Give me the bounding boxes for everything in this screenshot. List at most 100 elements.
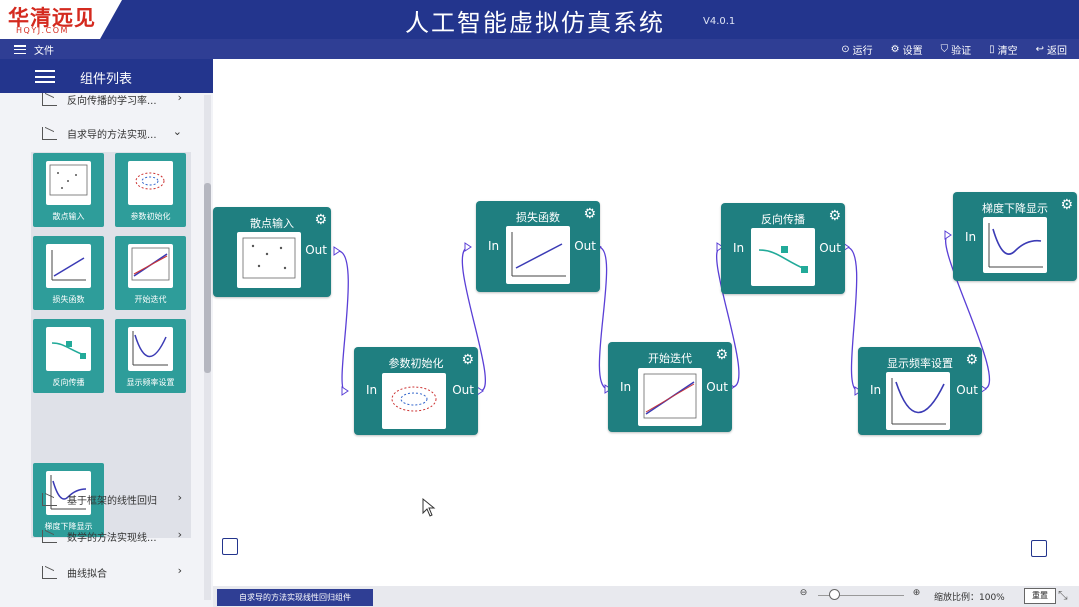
chevron-right-icon: ›: [177, 564, 182, 577]
node-title: 显示频率设置: [887, 357, 953, 370]
node-title: 散点输入: [250, 217, 294, 230]
node-thumbnail: [237, 232, 301, 288]
component-label: 损失函数: [52, 295, 85, 304]
category-label: 基于框架的线性回归: [67, 495, 157, 507]
category-label: 自求导的方法实现...: [67, 129, 157, 141]
node-gear-icon[interactable]: ⚙: [828, 208, 841, 224]
component-label: 开始迭代: [134, 295, 167, 304]
reset-button[interactable]: 重置: [1024, 588, 1056, 604]
category-framework-regression[interactable]: 基于框架的线性回归 ›: [42, 489, 192, 509]
shield-icon: ⛉: [940, 44, 949, 55]
cursor-hand-icon: [422, 497, 436, 517]
node-title: 开始迭代: [648, 352, 692, 365]
node-title: 反向传播: [761, 213, 805, 226]
clear-label: 清空: [997, 46, 1018, 57]
node-in-port[interactable]: In: [870, 383, 882, 397]
code-view-icon[interactable]: [222, 538, 238, 555]
action-group: ⊙运行 ⚙设置 ⛉验证 ▯清空 ↩返回: [841, 42, 1067, 57]
verify-label: 验证: [951, 46, 972, 57]
node-in-port[interactable]: In: [965, 230, 977, 244]
node-in-port[interactable]: In: [488, 239, 500, 253]
component-card-loss[interactable]: 损失函数: [33, 236, 104, 310]
backprop-thumbnail: [46, 327, 91, 371]
node-thumbnail: [983, 217, 1047, 273]
node-out-port[interactable]: Out: [305, 243, 327, 257]
node-title: 损失函数: [516, 211, 560, 224]
collapse-icon[interactable]: ⤡: [1058, 588, 1068, 602]
category-autograd[interactable]: 自求导的方法实现... ⌄: [42, 123, 192, 143]
menu-icon: [14, 45, 26, 54]
category-backprop-lr[interactable]: 反向传播的学习率... ›: [42, 89, 192, 109]
iter-thumbnail: [128, 244, 173, 288]
node-thumbnail: [751, 228, 815, 286]
gear-icon: ⚙: [890, 44, 900, 55]
zoom-slider-track[interactable]: [818, 595, 904, 596]
component-sidebar: 组件列表 反向传播的学习率... › 自求导的方法实现... ⌄ 散点输入 参数…: [0, 59, 213, 607]
component-card-scatter-input[interactable]: 散点输入: [33, 153, 104, 227]
component-card-param-init[interactable]: 参数初始化: [115, 153, 186, 227]
node-in-port[interactable]: In: [366, 383, 378, 397]
node-in-port[interactable]: In: [620, 380, 632, 394]
node-start-iteration[interactable]: 开始迭代 ⚙ In Out: [608, 342, 732, 432]
node-backprop[interactable]: 反向传播 ⚙ In Out: [721, 203, 845, 294]
play-icon: ⊙: [841, 44, 850, 55]
node-out-port[interactable]: Out: [574, 239, 596, 253]
node-gear-icon[interactable]: ⚙: [965, 352, 978, 368]
status-tab[interactable]: 自求导的方法实现线性回归组件: [217, 589, 373, 606]
component-card-start-iter[interactable]: 开始迭代: [115, 236, 186, 310]
node-out-port[interactable]: Out: [956, 383, 978, 397]
logo-main-text: 华清远见: [8, 6, 96, 30]
chart-icon: [42, 492, 57, 506]
file-menu-label: 文件: [34, 46, 54, 57]
node-gear-icon[interactable]: ⚙: [314, 212, 327, 228]
category-math-regression[interactable]: 数学的方法实现线... ›: [42, 526, 192, 546]
node-in-port[interactable]: In: [733, 241, 745, 255]
node-param-init[interactable]: 参数初始化 ⚙ In Out: [354, 347, 478, 435]
node-out-port[interactable]: Out: [819, 241, 841, 255]
chart-icon: [42, 92, 57, 106]
component-label: 反向传播: [52, 378, 85, 387]
zoom-out-icon[interactable]: ⊖: [799, 588, 808, 598]
node-gear-icon[interactable]: ⚙: [583, 206, 596, 222]
zoom-in-icon[interactable]: ⊕: [912, 588, 921, 598]
node-gear-icon[interactable]: ⚙: [461, 352, 474, 368]
component-card-backprop[interactable]: 反向传播: [33, 319, 104, 393]
sidebar-scrollbar-thumb[interactable]: [204, 183, 211, 373]
node-out-port[interactable]: Out: [452, 383, 474, 397]
node-out-port[interactable]: Out: [706, 380, 728, 394]
clear-button[interactable]: ▯清空: [989, 42, 1018, 57]
status-bar: 自求导的方法实现线性回归组件 ⊖ ⊕ 缩放比例：100% 重置 ⤡: [213, 586, 1079, 607]
workflow-canvas[interactable]: 散点输入 ⚙ Out 参数初始化 ⚙ In Out 损失函数 ⚙ In Out …: [213, 59, 1079, 586]
run-button[interactable]: ⊙运行: [841, 42, 872, 57]
node-gear-icon[interactable]: ⚙: [1060, 197, 1073, 213]
return-icon: ↩: [1035, 44, 1044, 55]
param-thumbnail: [128, 161, 173, 205]
book-icon[interactable]: [1031, 540, 1047, 557]
file-menu[interactable]: 文件: [14, 42, 54, 57]
return-button[interactable]: ↩返回: [1036, 42, 1067, 57]
chart-icon: [42, 529, 57, 543]
component-grid: 散点输入 参数初始化 损失函数 开始迭代 反向传播: [31, 152, 191, 538]
sidebar-header: 组件列表: [0, 59, 213, 93]
node-display-frequency[interactable]: 显示频率设置 ⚙ In Out: [858, 347, 982, 435]
scatter-thumbnail: [46, 161, 91, 205]
node-loss-function[interactable]: 损失函数 ⚙ In Out: [476, 201, 600, 292]
run-label: 运行: [852, 46, 873, 57]
area-chart-icon: [42, 565, 57, 579]
chevron-right-icon: ›: [177, 91, 182, 104]
component-card-display-freq[interactable]: 显示频率设置: [115, 319, 186, 393]
category-curve-fit[interactable]: 曲线拟合 ›: [42, 562, 192, 582]
node-gradient-display[interactable]: 梯度下降显示 ⚙ In: [953, 192, 1077, 281]
sidebar-menu-icon[interactable]: [35, 70, 55, 83]
node-thumbnail: [506, 226, 570, 284]
component-label: 显示频率设置: [126, 378, 175, 387]
settings-button[interactable]: ⚙设置: [891, 42, 923, 57]
zoom-slider-handle[interactable]: [829, 589, 840, 600]
node-thumbnail: [886, 372, 950, 430]
verify-button[interactable]: ⛉验证: [941, 42, 972, 57]
node-title: 参数初始化: [388, 357, 444, 370]
node-scatter-input[interactable]: 散点输入 ⚙ Out: [213, 207, 331, 297]
node-gear-icon[interactable]: ⚙: [715, 347, 728, 363]
component-label: 梯度下降显示: [44, 522, 93, 531]
menu-bar: 文件 ⊙运行 ⚙设置 ⛉验证 ▯清空 ↩返回: [0, 39, 1079, 59]
